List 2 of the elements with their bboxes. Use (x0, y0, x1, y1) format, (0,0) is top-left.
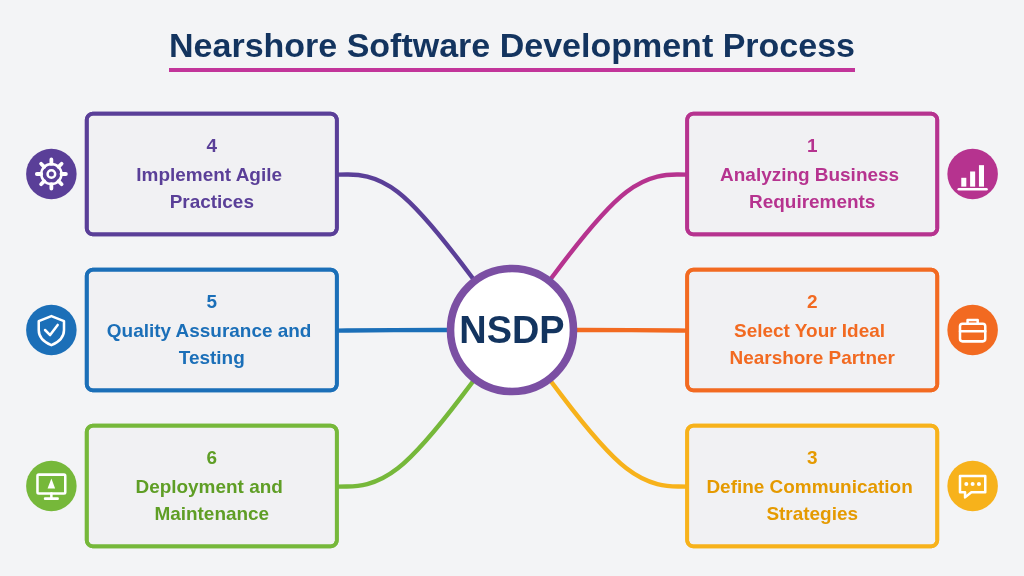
node-circle: NSDP (446, 264, 578, 396)
title: Nearshore Software Development Process (169, 26, 855, 72)
